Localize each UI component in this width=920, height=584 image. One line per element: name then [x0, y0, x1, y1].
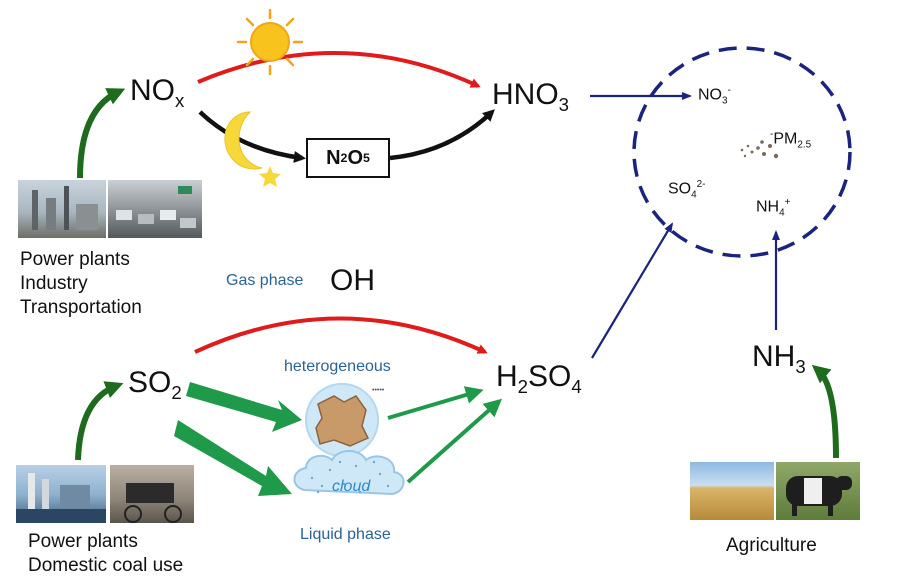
arrow-particle-h2so4	[387, 386, 484, 420]
sun-icon	[236, 8, 304, 76]
photo-traffic-transportation	[108, 180, 202, 238]
photo-farmland	[690, 462, 774, 520]
arrow-h2so4-so4	[591, 222, 674, 359]
ion-pm25: -PM2.5	[770, 129, 812, 151]
particle-boundary-circle	[632, 46, 852, 258]
label-gas-phase: Gas phase	[226, 272, 304, 289]
arrow-so2-h2so4-gas	[194, 316, 488, 354]
cloud-icon	[293, 450, 405, 496]
arrow-cloud-h2so4	[406, 398, 502, 484]
arrow-nox-n2o5	[198, 110, 306, 163]
photo-domestic-coal-cart	[110, 465, 194, 523]
photo-power-plants-coal	[16, 465, 106, 523]
sources-nox: Power plants Industry Transportation	[20, 249, 142, 318]
sources-nh3: Agriculture	[726, 535, 817, 556]
ion-so4: SO42-	[668, 179, 706, 201]
arrow-n2o5-hno3	[389, 109, 495, 161]
species-nh3: NH3	[752, 340, 806, 377]
photo-power-plants-industry	[18, 180, 106, 238]
species-hno3: HNO3	[492, 78, 570, 115]
particle-icon	[305, 383, 379, 457]
label-liquid-phase: Liquid phase	[300, 526, 391, 543]
species-nox: NOx	[130, 74, 185, 111]
particle-dots: •••••	[372, 387, 385, 394]
moon-icon	[224, 111, 263, 170]
arrow-source-nh3	[811, 364, 839, 459]
arrow-so2-cloud	[174, 420, 292, 496]
species-oh: OH	[330, 264, 375, 297]
label-heterogeneous: heterogeneous	[284, 358, 391, 375]
ion-no3: NO3-	[698, 85, 731, 107]
star-icon	[259, 166, 281, 187]
photo-cattle	[776, 462, 860, 520]
arrow-nox-hno3-day	[197, 51, 481, 88]
sources-so2: Power plants Domestic coal use	[28, 531, 184, 576]
ion-nh4: NH4+	[756, 197, 791, 219]
pm25-dots-icon	[740, 140, 779, 159]
species-so2: SO2	[128, 366, 182, 403]
label-cloud: cloud	[332, 478, 371, 495]
arrow-so2-particle	[186, 382, 302, 432]
arrow-source-nox	[77, 88, 126, 179]
species-h2so4: H2SO4	[496, 360, 582, 397]
arrow-source-so2	[75, 381, 124, 461]
